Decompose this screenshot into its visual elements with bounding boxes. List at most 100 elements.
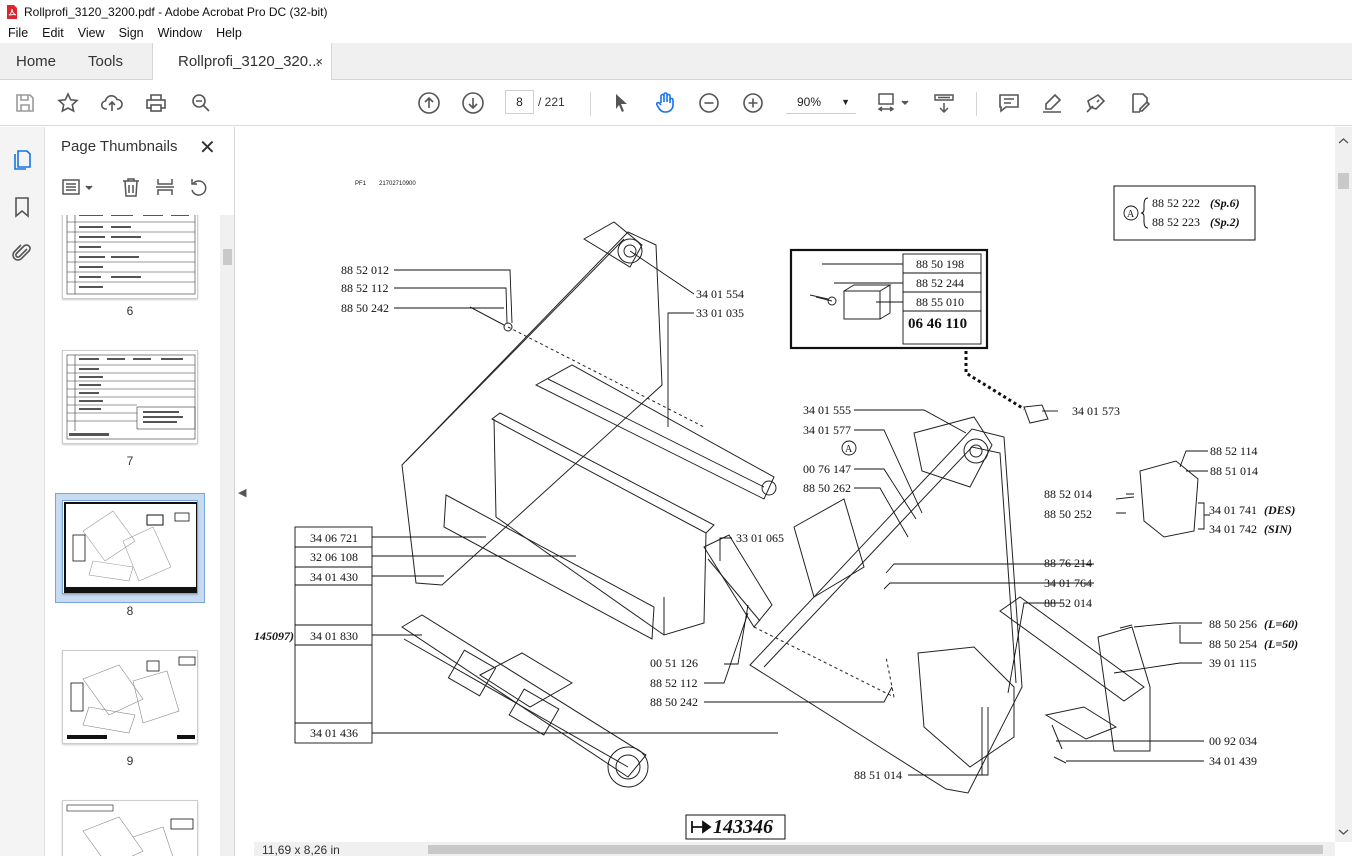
zoom-in-icon[interactable]: [741, 91, 765, 115]
part-label: 88 52 114: [1210, 444, 1258, 458]
ref-marker: A: [1127, 209, 1135, 220]
fit-page-icon[interactable]: [876, 91, 910, 115]
part-label: 34 01 764: [1044, 576, 1092, 590]
left-navigation-rail: [0, 127, 45, 856]
scroll-down-icon[interactable]: [1335, 827, 1352, 839]
options-menu-icon[interactable]: [61, 176, 95, 198]
part-note: (SIN): [1264, 522, 1292, 536]
part-label: 00 92 034: [1209, 734, 1257, 748]
part-note: (L=50): [1264, 637, 1298, 651]
toolbar-divider: [590, 92, 591, 116]
thumbnail-page-7[interactable]: [62, 350, 198, 444]
acrobat-pdf-icon: [7, 4, 17, 19]
part-label: 88 52 012: [341, 263, 389, 277]
part-label: 00 76 147: [803, 462, 851, 476]
part-label: 34 01 439: [1209, 754, 1257, 768]
menu-window[interactable]: Window: [157, 26, 203, 40]
part-label: 88 51 014: [854, 768, 902, 782]
collapse-panel-icon[interactable]: ◀: [238, 487, 247, 499]
menu-sign[interactable]: Sign: [118, 26, 144, 40]
document-viewer[interactable]: PF1 21702710900: [254, 127, 1335, 842]
tab-document[interactable]: Rollprofi_3120_320... ×: [152, 43, 332, 80]
thumbnail-page-6[interactable]: [62, 215, 198, 299]
part-label: 33 01 065: [736, 531, 784, 545]
menu-help[interactable]: Help: [216, 26, 242, 40]
delete-page-icon[interactable]: [120, 176, 142, 198]
upload-cloud-icon[interactable]: [100, 91, 124, 115]
panel-title: Page Thumbnails: [61, 138, 178, 155]
rotate-page-icon[interactable]: [188, 176, 210, 198]
vertical-scroll-thumb[interactable]: [1338, 173, 1349, 189]
menu-edit[interactable]: Edit: [42, 26, 64, 40]
ref-item: 88 52 223: [1152, 215, 1200, 229]
part-label: 34 01 741: [1209, 503, 1257, 517]
ref-item: 88 52 222: [1152, 196, 1200, 210]
extract-pages-icon[interactable]: [154, 176, 176, 198]
bookmark-star-icon[interactable]: [56, 91, 80, 115]
part-label: 34 01 742: [1209, 522, 1257, 536]
menu-file[interactable]: File: [8, 26, 29, 40]
tab-close-icon[interactable]: ×: [315, 54, 323, 69]
panel-close-icon[interactable]: ✕: [199, 137, 216, 159]
select-cursor-icon[interactable]: [609, 91, 633, 115]
tab-bar: Home Tools Rollprofi_3120_320... ×: [0, 43, 1352, 80]
previous-page-icon[interactable]: [417, 91, 441, 115]
zoom-value: 90%: [797, 95, 822, 109]
parts-drawing: PF1 21702710900: [254, 181, 1298, 840]
thumbnail-scrollbar[interactable]: [220, 215, 234, 856]
table-item: 34 01 436: [310, 726, 358, 740]
document-horizontal-scrollbar[interactable]: [254, 842, 1335, 856]
table-item: 34 01 430: [310, 570, 358, 584]
print-icon[interactable]: [144, 91, 168, 115]
page-thumbnails-icon[interactable]: [10, 148, 34, 172]
menu-view[interactable]: View: [77, 26, 105, 40]
zoom-out-icon[interactable]: [697, 91, 721, 115]
table-item: 34 06 721: [310, 531, 358, 545]
scroll-up-icon[interactable]: [1335, 135, 1352, 147]
toolbar-divider: [976, 92, 977, 116]
part-label: 88 50 256: [1209, 617, 1257, 631]
thumbnail-page-9[interactable]: [62, 650, 198, 744]
thumbnail-page-10[interactable]: [62, 800, 198, 856]
scroll-mode-icon[interactable]: [932, 91, 956, 115]
sign-pen-icon[interactable]: [1084, 91, 1108, 115]
title-bar: Rollprofi_3120_3200.pdf - Adobe Acrobat …: [0, 0, 1352, 23]
menu-bar: File Edit View Sign Window Help: [0, 23, 1352, 43]
header-left: PF1: [355, 181, 367, 187]
thumbnail-label: 9: [126, 754, 134, 768]
table-item: 34 01 830: [310, 629, 358, 643]
callout-marker: [841, 440, 857, 456]
next-page-icon[interactable]: [461, 91, 485, 115]
part-label: 33 01 035: [696, 306, 744, 320]
ref-note: (Sp.6): [1210, 196, 1240, 210]
page-size-status: 11,69 x 8,26 in: [262, 843, 340, 856]
bookmarks-icon[interactable]: [10, 195, 34, 219]
document-vertical-scrollbar[interactable]: [1335, 127, 1352, 842]
part-note: (L=60): [1264, 617, 1298, 631]
part-label: 88 50 262: [803, 481, 851, 495]
kit-item: 88 55 010: [916, 295, 964, 309]
part-label: 88 52 112: [341, 281, 389, 295]
header-code: 21702710900: [379, 181, 416, 187]
horizontal-scroll-thumb[interactable]: [428, 845, 1323, 854]
zoom-select[interactable]: 90% ▼: [786, 90, 856, 114]
thumbnail-scroll-thumb[interactable]: [223, 249, 232, 265]
thumbnail-page-8[interactable]: [62, 500, 198, 594]
kit-number: 06 46 110: [908, 316, 967, 332]
part-note: (DES): [1264, 503, 1295, 517]
drawing-number: 143346: [713, 816, 773, 838]
tab-home[interactable]: Home: [16, 53, 57, 70]
toolbar: [0, 80, 1352, 126]
comment-icon[interactable]: [997, 91, 1021, 115]
edit-pdf-icon[interactable]: [1128, 91, 1152, 115]
attachments-icon[interactable]: [10, 241, 34, 265]
hand-tool-icon[interactable]: [653, 91, 677, 115]
tab-tools[interactable]: Tools: [88, 53, 124, 70]
highlight-pen-icon[interactable]: [1040, 91, 1064, 115]
page-number-input[interactable]: 8: [505, 90, 534, 114]
kit-item: 88 50 198: [916, 257, 964, 271]
save-icon[interactable]: [13, 91, 37, 115]
zoom-search-icon[interactable]: [189, 91, 213, 115]
page-total: / 221: [538, 95, 565, 109]
part-label: 88 50 242: [650, 695, 698, 709]
